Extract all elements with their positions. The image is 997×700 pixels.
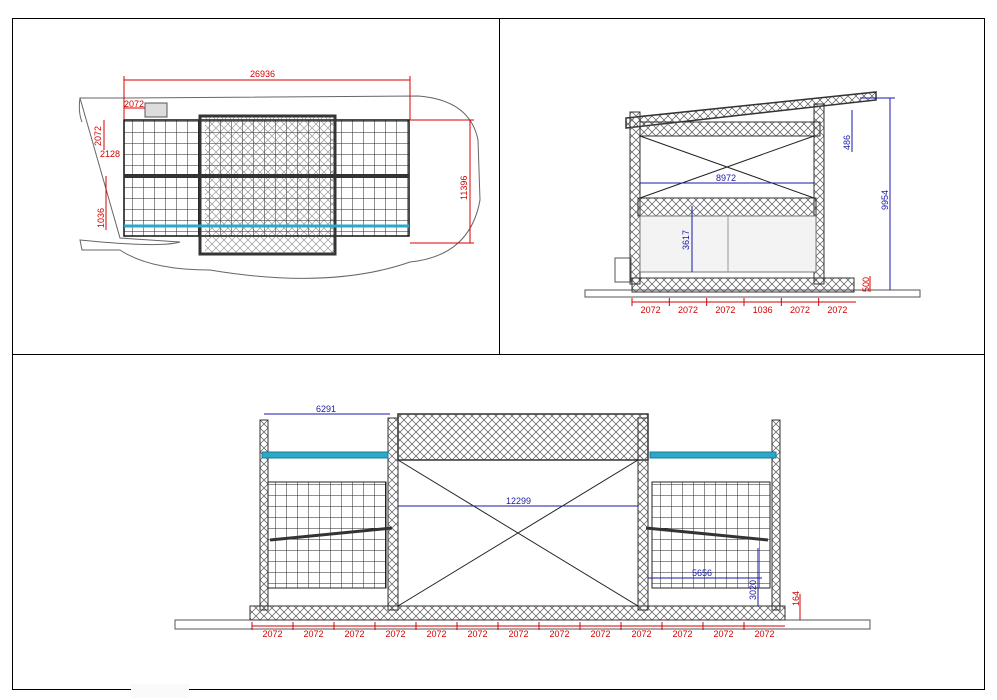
bay-dim-label: 2072 (427, 629, 447, 639)
plan-width-label: 26936 (250, 69, 275, 79)
front-right-span: 5656 (692, 568, 712, 578)
plan-dim-depth: 11396 (410, 119, 474, 244)
plan-left-dim-3: 1036 (96, 208, 106, 228)
front-wing-span: 6291 (316, 404, 336, 414)
plan-view: 26936 11396 2072 2072 2128 1036 (78, 69, 481, 279)
bay-dim-label: 2072 (827, 305, 847, 315)
side-total-height: 9954 (880, 190, 890, 210)
bay-dim-label: 2072 (591, 629, 611, 639)
side-elevation-panel (499, 18, 985, 355)
bay-dim-label: 2072 (632, 629, 652, 639)
front-base-height: 164 (791, 591, 801, 606)
bay-dim-label: 2072 (673, 629, 693, 639)
plan-outline (79, 95, 481, 279)
bay-dim-label: 2072 (714, 629, 734, 639)
front-center-span: 12299 (506, 496, 531, 506)
bay-dim-label: 2072 (263, 629, 283, 639)
bay-dim-label: 1036 (753, 305, 773, 315)
side-inner-span: 8972 (716, 173, 736, 183)
bay-dim-label: 2072 (468, 629, 488, 639)
side-base-height: 500 (861, 277, 871, 292)
front-bay-dims: 2072 2072 2072 2072 2072 2072 2072 2072 2072 2072… (251, 622, 775, 639)
side-bay-dims: 2072 2072 2072 1036 2072 2072 (631, 298, 847, 315)
watermark (131, 684, 189, 698)
plan-top-left-label: 2072 (124, 99, 144, 109)
bay-dim-label: 2072 (550, 629, 570, 639)
bay-dim-label: 2072 (755, 629, 775, 639)
bay-dim-label: 2072 (641, 305, 661, 315)
bay-dim-label: 2072 (678, 305, 698, 315)
bay-dim-label: 2072 (715, 305, 735, 315)
bay-dim-label: 2072 (386, 629, 406, 639)
plan-left-dim-1: 2072 (93, 126, 103, 146)
side-top-offset: 486 (842, 135, 852, 150)
bay-dim-label: 2072 (509, 629, 529, 639)
plan-depth-label: 11396 (459, 176, 469, 200)
bay-dim-label: 2072 (304, 629, 324, 639)
plan-dim-width: 26936 (123, 69, 411, 120)
bay-dim-label: 2072 (790, 305, 810, 315)
side-lower-height: 3617 (681, 230, 691, 250)
plan-left-dim-2: 2128 (100, 149, 120, 159)
front-elevation-panel (12, 354, 985, 690)
bay-dim-label: 2072 (345, 629, 365, 639)
front-right-height: 3020 (748, 580, 758, 600)
